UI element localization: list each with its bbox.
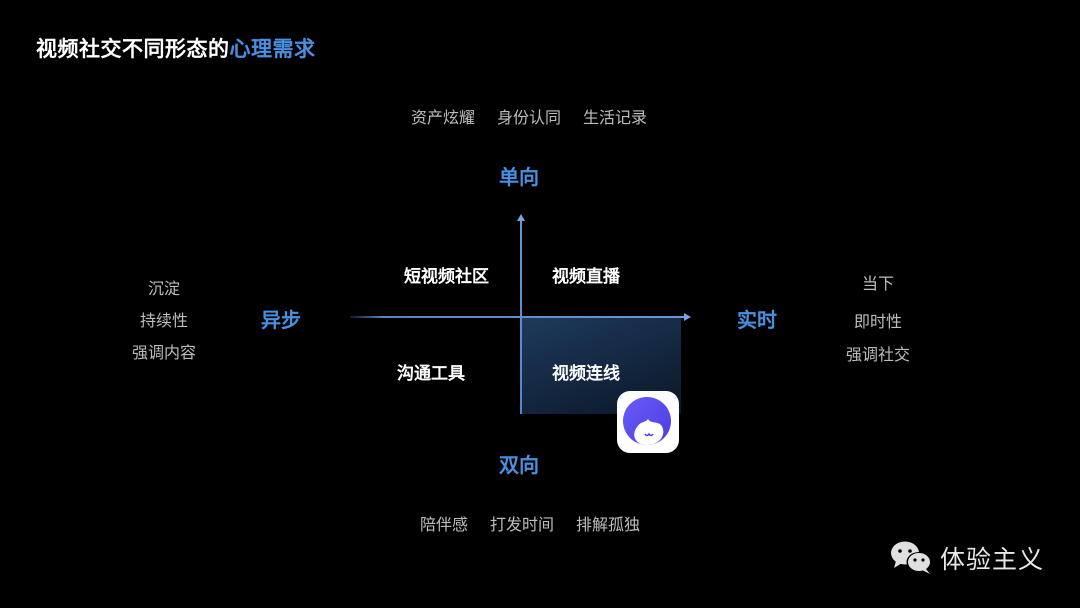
right-needs: 当下 即时性 强调社交 — [838, 270, 918, 373]
axis-label-bottom: 双向 — [499, 453, 539, 477]
need-item: 排解孤独 — [576, 515, 641, 534]
wechat-icon — [891, 541, 932, 574]
app-logo-icon — [623, 397, 671, 445]
need-item: 资产炫耀 — [411, 108, 476, 127]
need-item: 生活记录 — [583, 108, 648, 127]
need-item: 打发时间 — [490, 515, 555, 534]
need-item: 强调社交 — [845, 345, 910, 364]
need-item: 持续性 — [139, 311, 188, 330]
axis-label-right: 实时 — [737, 308, 777, 332]
horizontal-axis — [350, 316, 686, 318]
axis-label-top: 单向 — [499, 165, 539, 189]
arrow-right-icon — [684, 313, 691, 321]
need-item: 当下 — [861, 274, 894, 293]
vertical-axis — [520, 220, 522, 414]
left-needs: 沉淀 持续性 强调内容 — [124, 275, 204, 371]
arrow-up-icon — [517, 214, 525, 221]
title-highlight: 心理需求 — [229, 37, 316, 61]
need-item: 强调内容 — [131, 343, 196, 362]
need-item: 即时性 — [853, 312, 902, 331]
watermark: 体验主义 — [890, 540, 1044, 576]
title-main: 视频社交不同形态的 — [36, 37, 230, 61]
quadrant-bottom-left: 沟通工具 — [397, 364, 465, 384]
need-item: 陪伴感 — [420, 515, 469, 534]
quadrant-top-right: 视频直播 — [552, 267, 620, 287]
quadrant-top-left: 短视频社区 — [404, 267, 489, 287]
top-needs: 资产炫耀 身份认同 生活记录 — [411, 104, 647, 128]
watermark-text: 体验主义 — [940, 545, 1045, 574]
axis-label-left: 异步 — [261, 308, 301, 332]
page-title: 视频社交不同形态的心理需求 — [36, 33, 316, 63]
quadrant-bottom-right: 视频连线 — [552, 364, 620, 384]
need-item: 身份认同 — [497, 108, 562, 127]
bottom-needs: 陪伴感 打发时间 排解孤独 — [420, 511, 640, 535]
need-item: 沉淀 — [147, 279, 180, 298]
video-call-app-icon — [617, 391, 679, 453]
